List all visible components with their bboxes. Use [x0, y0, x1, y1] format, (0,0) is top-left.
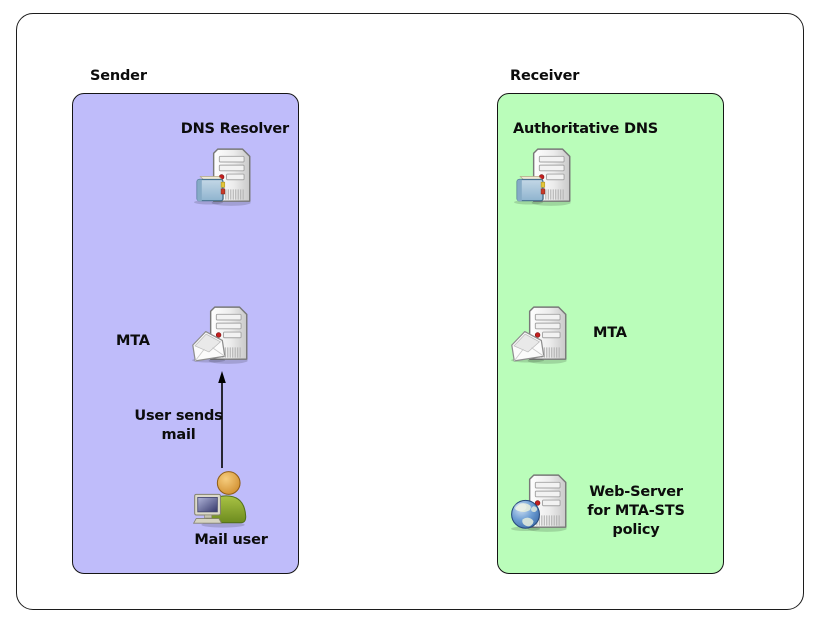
sender-mta-label: MTA: [116, 333, 150, 349]
sender-panel: [72, 93, 299, 574]
server-book-icon: [192, 145, 258, 211]
server-mail-icon: [189, 303, 255, 369]
dns-resolver-label: DNS Resolver: [180, 121, 289, 137]
user-computer-icon: [189, 467, 255, 533]
receiver-group-label: Receiver: [510, 68, 580, 84]
mail-user-label: Mail user: [194, 532, 268, 548]
user-to-mta-arrow: [218, 371, 226, 468]
authoritative-dns-label: Authoritative DNS: [513, 121, 659, 137]
receiver-mta-label: MTA: [593, 325, 627, 341]
server-mail-icon: [508, 303, 574, 369]
sender-group-label: Sender: [90, 68, 147, 84]
server-book-icon: [512, 145, 578, 211]
web-server-label: Web-Server for MTA-STS policy: [587, 484, 685, 538]
server-globe-icon: [508, 471, 574, 537]
user-sends-mail-label: User sends mail: [134, 408, 223, 443]
